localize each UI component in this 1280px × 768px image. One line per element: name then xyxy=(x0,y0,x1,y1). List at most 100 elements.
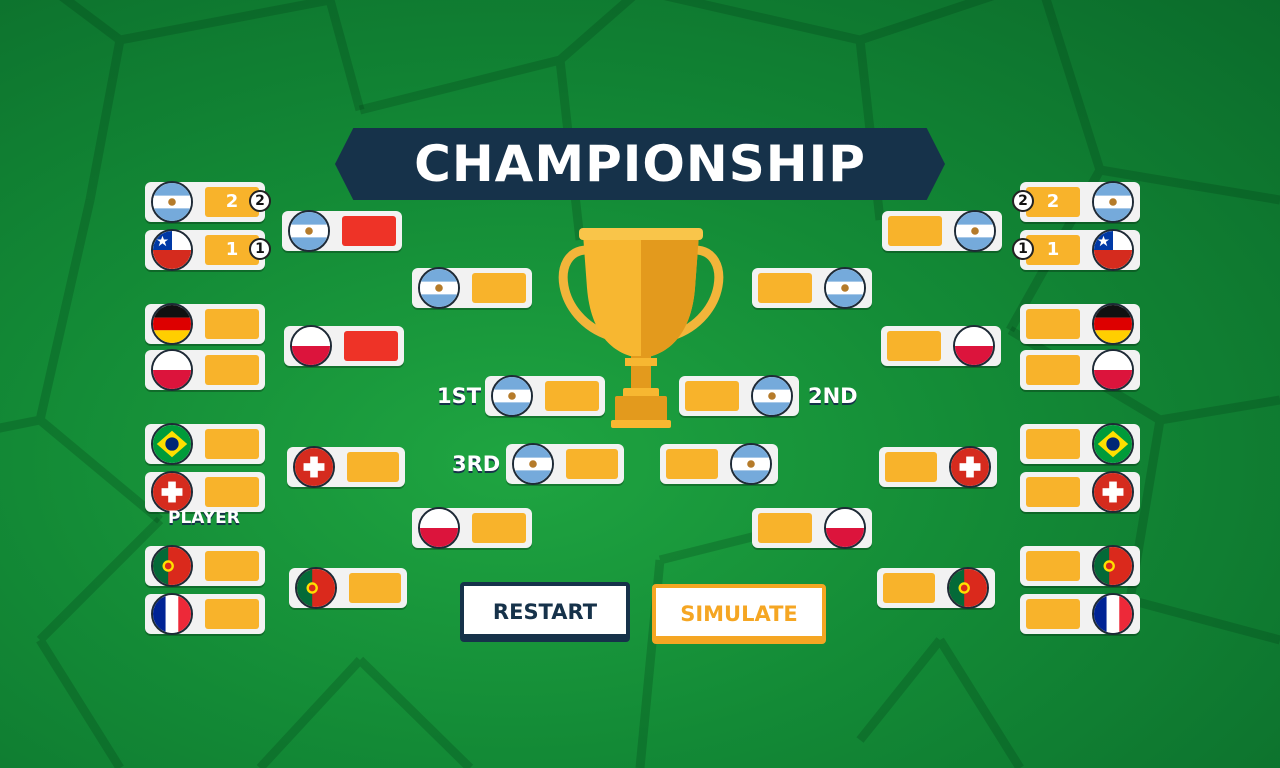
score-box xyxy=(883,573,935,603)
team-slot-l-r16-7[interactable] xyxy=(145,545,265,587)
score-box: 2 xyxy=(1026,187,1080,217)
team-slot-l-qf-2[interactable] xyxy=(284,325,404,367)
page-title: CHAMPIONSHIP 2018 xyxy=(414,135,866,193)
team-slot-l-sf-2[interactable] xyxy=(412,507,532,549)
team-slot-l-r16-5[interactable] xyxy=(145,423,265,465)
score-box xyxy=(885,452,937,482)
team-slot-l-r16-3[interactable] xyxy=(145,303,265,345)
second-place-label: 2ND xyxy=(808,384,858,408)
score-box xyxy=(1026,429,1080,459)
argentina-flag-icon xyxy=(418,267,460,309)
goal-badge: 2 xyxy=(1012,190,1034,212)
score-box xyxy=(758,513,812,543)
score-box xyxy=(1026,355,1080,385)
title-banner: CHAMPIONSHIP 2018 xyxy=(335,128,945,200)
argentina-flag-icon xyxy=(751,375,793,417)
portugal-flag-icon xyxy=(295,567,337,609)
team-slot-r-sf-2[interactable] xyxy=(752,507,872,549)
poland-flag-icon xyxy=(824,507,866,549)
germany-flag-icon xyxy=(1092,303,1134,345)
score-box: 1 xyxy=(1026,235,1080,265)
team-slot-r-r16-4[interactable] xyxy=(1020,349,1140,391)
team-slot-r-qf-3[interactable] xyxy=(879,446,997,488)
score-box xyxy=(1026,551,1080,581)
trophy-icon xyxy=(558,228,724,428)
argentina-flag-icon xyxy=(954,210,996,252)
argentina-flag-icon xyxy=(730,443,772,485)
argentina-flag-icon xyxy=(512,443,554,485)
poland-flag-icon xyxy=(290,325,332,367)
team-slot-r-qf-1[interactable] xyxy=(882,210,1002,252)
poland-flag-icon xyxy=(151,349,193,391)
score-box xyxy=(666,449,718,479)
score-box xyxy=(205,355,259,385)
portugal-flag-icon xyxy=(947,567,989,609)
score-box xyxy=(205,429,259,459)
score-box xyxy=(758,273,812,303)
brazil-flag-icon xyxy=(1092,423,1134,465)
score-box xyxy=(342,216,396,246)
brazil-flag-icon xyxy=(151,423,193,465)
team-slot-r-r16-6[interactable] xyxy=(1020,471,1140,513)
score-box xyxy=(205,309,259,339)
argentina-flag-icon xyxy=(151,181,193,223)
team-slot-l-r16-4[interactable] xyxy=(145,349,265,391)
germany-flag-icon xyxy=(151,303,193,345)
switzerland-flag-icon xyxy=(151,471,193,513)
goal-badge: 2 xyxy=(249,190,271,212)
team-slot-l-sf-1[interactable] xyxy=(412,267,532,309)
score-box xyxy=(888,216,942,246)
score-box xyxy=(347,452,399,482)
score-box xyxy=(685,381,739,411)
team-slot-r-qf-4[interactable] xyxy=(877,567,995,609)
team-slot-l-r16-6[interactable] xyxy=(145,471,265,513)
france-flag-icon xyxy=(151,593,193,635)
restart-button[interactable]: RESTART xyxy=(460,582,630,638)
team-slot-r-qf-2[interactable] xyxy=(881,325,1001,367)
team-slot-l-r16-8[interactable] xyxy=(145,593,265,635)
score-box xyxy=(566,449,618,479)
team-slot-l-qf-1[interactable] xyxy=(282,210,402,252)
argentina-flag-icon xyxy=(1092,181,1134,223)
score-box xyxy=(205,551,259,581)
team-slot-r-r16-8[interactable] xyxy=(1020,593,1140,635)
switzerland-flag-icon xyxy=(949,446,991,488)
chile-flag-icon xyxy=(1092,229,1134,271)
team-slot-final-2nd[interactable] xyxy=(679,375,799,417)
score-box xyxy=(1026,599,1080,629)
argentina-flag-icon xyxy=(824,267,866,309)
team-slot-third-2[interactable] xyxy=(660,443,778,485)
score-box xyxy=(344,331,398,361)
score-box xyxy=(887,331,941,361)
team-slot-r-sf-1[interactable] xyxy=(752,267,872,309)
simulate-button[interactable]: SIMULATE xyxy=(652,584,826,640)
team-slot-l-qf-3[interactable] xyxy=(287,446,405,488)
player-label: PLAYER xyxy=(168,508,240,528)
switzerland-flag-icon xyxy=(293,446,335,488)
team-slot-final-1st[interactable] xyxy=(485,375,605,417)
switzerland-flag-icon xyxy=(1092,471,1134,513)
team-slot-r-r16-7[interactable] xyxy=(1020,545,1140,587)
score-box xyxy=(545,381,599,411)
france-flag-icon xyxy=(1092,593,1134,635)
poland-flag-icon xyxy=(953,325,995,367)
score-box xyxy=(349,573,401,603)
score-box xyxy=(472,273,526,303)
goal-badge: 1 xyxy=(249,238,271,260)
score-box xyxy=(1026,477,1080,507)
team-slot-r-r16-5[interactable] xyxy=(1020,423,1140,465)
chile-flag-icon xyxy=(151,229,193,271)
poland-flag-icon xyxy=(1092,349,1134,391)
poland-flag-icon xyxy=(418,507,460,549)
team-slot-third-1[interactable] xyxy=(506,443,624,485)
goal-badge: 1 xyxy=(1012,238,1034,260)
team-slot-l-qf-4[interactable] xyxy=(289,567,407,609)
score-box xyxy=(205,599,259,629)
team-slot-r-r16-3[interactable] xyxy=(1020,303,1140,345)
portugal-flag-icon xyxy=(151,545,193,587)
